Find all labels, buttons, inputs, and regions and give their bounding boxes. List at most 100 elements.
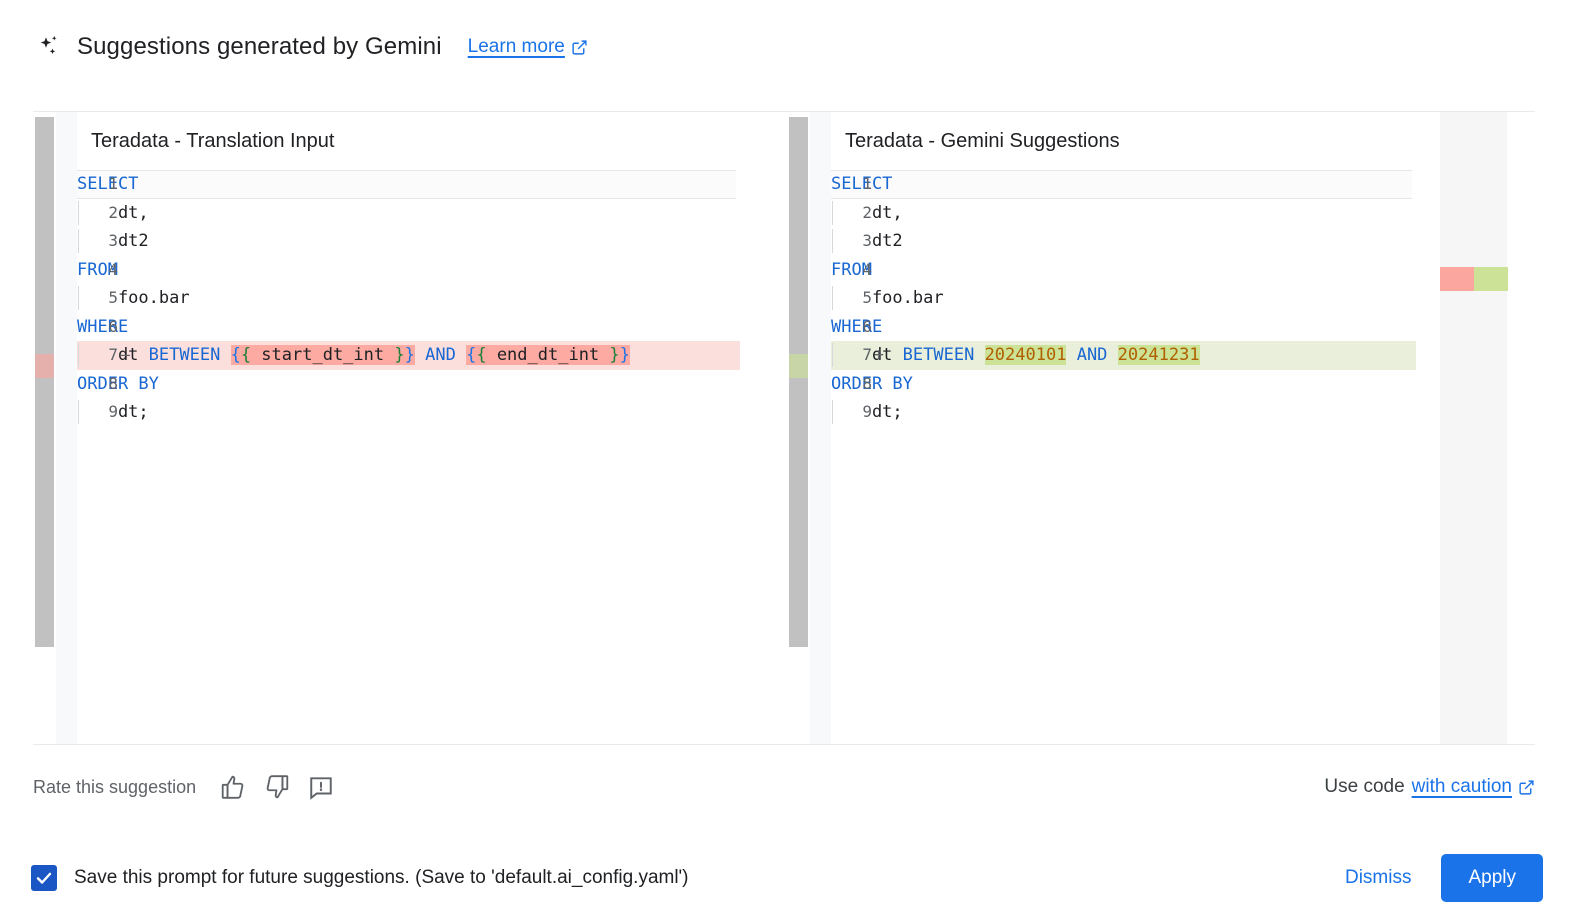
code-token: FROM: [831, 259, 872, 280]
left-vertical-scrollbar[interactable]: [33, 112, 56, 744]
line-number: 9: [108, 402, 118, 421]
code-token: ORDER BY: [77, 373, 159, 394]
diff-overview-ruler[interactable]: [1439, 112, 1508, 744]
code-token: }: [609, 345, 620, 365]
line-number: 7—: [77, 341, 130, 370]
code-token: dt;: [831, 402, 903, 422]
code-line[interactable]: FROM: [831, 256, 1439, 285]
code-token: SELECT: [77, 174, 139, 194]
line-number: 4: [108, 259, 118, 279]
code-text: dt,: [77, 199, 149, 228]
save-prompt-checkbox-row[interactable]: Save this prompt for future suggestions.…: [31, 865, 689, 891]
indent-guide: [78, 229, 79, 253]
code-line[interactable]: dt,: [831, 199, 1439, 228]
code-token: ORDER BY: [831, 373, 913, 394]
dismiss-button[interactable]: Dismiss: [1329, 855, 1428, 901]
code-token: FROM: [77, 259, 118, 280]
diff-pane-left: Teradata - Translation Input SELECT dt, …: [33, 112, 763, 744]
code-line[interactable]: dt BETWEEN 20240101 AND 20241231: [831, 341, 1439, 370]
code-text: ORDER BY: [77, 370, 159, 399]
code-text: ORDER BY: [831, 370, 913, 399]
line-number: 9: [862, 402, 872, 421]
right-vertical-scrollbar[interactable]: [787, 112, 810, 744]
code-line[interactable]: dt2: [831, 227, 1439, 256]
sparkle-icon: [33, 32, 63, 62]
code-token: dt: [831, 345, 903, 365]
diff-viewer: Teradata - Translation Input SELECT dt, …: [33, 111, 1535, 745]
code-token: {: [230, 345, 241, 365]
indent-guide: [78, 343, 79, 367]
code-text: WHERE: [77, 313, 128, 342]
learn-more-link[interactable]: Learn more: [468, 36, 588, 58]
diff-pane-right: Teradata - Gemini Suggestions SELECT dt,…: [787, 112, 1439, 744]
code-line[interactable]: foo.bar: [831, 284, 1439, 313]
line-number: 6: [862, 316, 872, 336]
code-line[interactable]: ORDER BY: [77, 370, 763, 399]
code-token: }: [394, 345, 405, 365]
code-token: SELECT: [831, 174, 893, 194]
indent-guide: [78, 200, 79, 225]
code-line[interactable]: dt BETWEEN {{ start_dt_int }} AND {{ end…: [77, 341, 763, 370]
learn-more-label: Learn more: [467, 36, 565, 57]
line-number: 1: [862, 174, 872, 193]
code-line[interactable]: WHERE: [77, 313, 763, 342]
current-line-highlight: [77, 170, 736, 199]
code-line[interactable]: SELECT: [77, 170, 763, 199]
left-editor[interactable]: Teradata - Translation Input SELECT dt, …: [77, 112, 763, 744]
with-caution-link[interactable]: with caution: [1412, 776, 1535, 798]
apply-button[interactable]: Apply: [1441, 854, 1543, 902]
line-number: 3: [108, 231, 118, 250]
code-line[interactable]: ORDER BY: [831, 370, 1439, 399]
save-prompt-checkbox[interactable]: [31, 865, 57, 891]
code-line[interactable]: dt;: [831, 398, 1439, 427]
external-link-icon: [571, 39, 588, 56]
right-scrollbar-thumb[interactable]: [789, 117, 808, 647]
code-token: {: [466, 345, 477, 365]
code-token: 20241231: [1117, 345, 1200, 365]
code-token: foo.bar: [77, 288, 190, 308]
code-text: WHERE: [831, 313, 882, 342]
code-line[interactable]: dt,: [77, 199, 763, 228]
right-editor[interactable]: Teradata - Gemini Suggestions SELECT dt,…: [831, 112, 1439, 744]
right-scrollbar-insert-marker: [789, 354, 808, 378]
code-text: dt2: [831, 227, 903, 256]
with-caution-label: with caution: [1411, 776, 1512, 797]
code-token: [1107, 345, 1117, 365]
code-line[interactable]: FROM: [77, 256, 763, 285]
code-line[interactable]: WHERE: [831, 313, 1439, 342]
code-token: start_dt_int: [251, 345, 395, 365]
indent-guide: [78, 286, 79, 310]
overview-deleted-marker: [1440, 267, 1474, 291]
code-line[interactable]: foo.bar: [77, 284, 763, 313]
indent-guide: [832, 286, 833, 310]
code-line[interactable]: dt;: [77, 398, 763, 427]
use-code-notice: Use code with caution: [1324, 776, 1535, 798]
report-feedback-icon[interactable]: [306, 772, 336, 802]
rate-icon-group: [218, 772, 336, 802]
code-token: }: [619, 345, 630, 365]
left-scrollbar-thumb[interactable]: [35, 117, 54, 647]
thumb-down-icon[interactable]: [262, 772, 292, 802]
code-text: dt,: [831, 199, 903, 228]
code-text: dt BETWEEN 20240101 AND 20241231: [831, 341, 1200, 370]
indent-guide: [832, 343, 833, 367]
line-number: 7+: [831, 341, 884, 370]
line-number: 3: [862, 231, 872, 250]
code-token: [456, 345, 466, 365]
left-scrollbar-delete-marker: [35, 354, 54, 378]
line-number: 5: [862, 288, 872, 307]
code-text: foo.bar: [831, 284, 944, 313]
feedback-row: Rate this suggestion: [33, 768, 1535, 806]
code-token: AND: [425, 345, 456, 365]
checkmark-icon: [36, 872, 52, 884]
code-line[interactable]: dt2: [77, 227, 763, 256]
code-token: {: [240, 345, 252, 365]
thumb-up-icon[interactable]: [218, 772, 248, 802]
code-token: dt,: [77, 202, 149, 223]
code-line[interactable]: SELECT: [831, 170, 1439, 199]
code-token: WHERE: [831, 316, 883, 337]
overview-inserted-marker: [1474, 267, 1508, 291]
indent-guide: [832, 229, 833, 253]
